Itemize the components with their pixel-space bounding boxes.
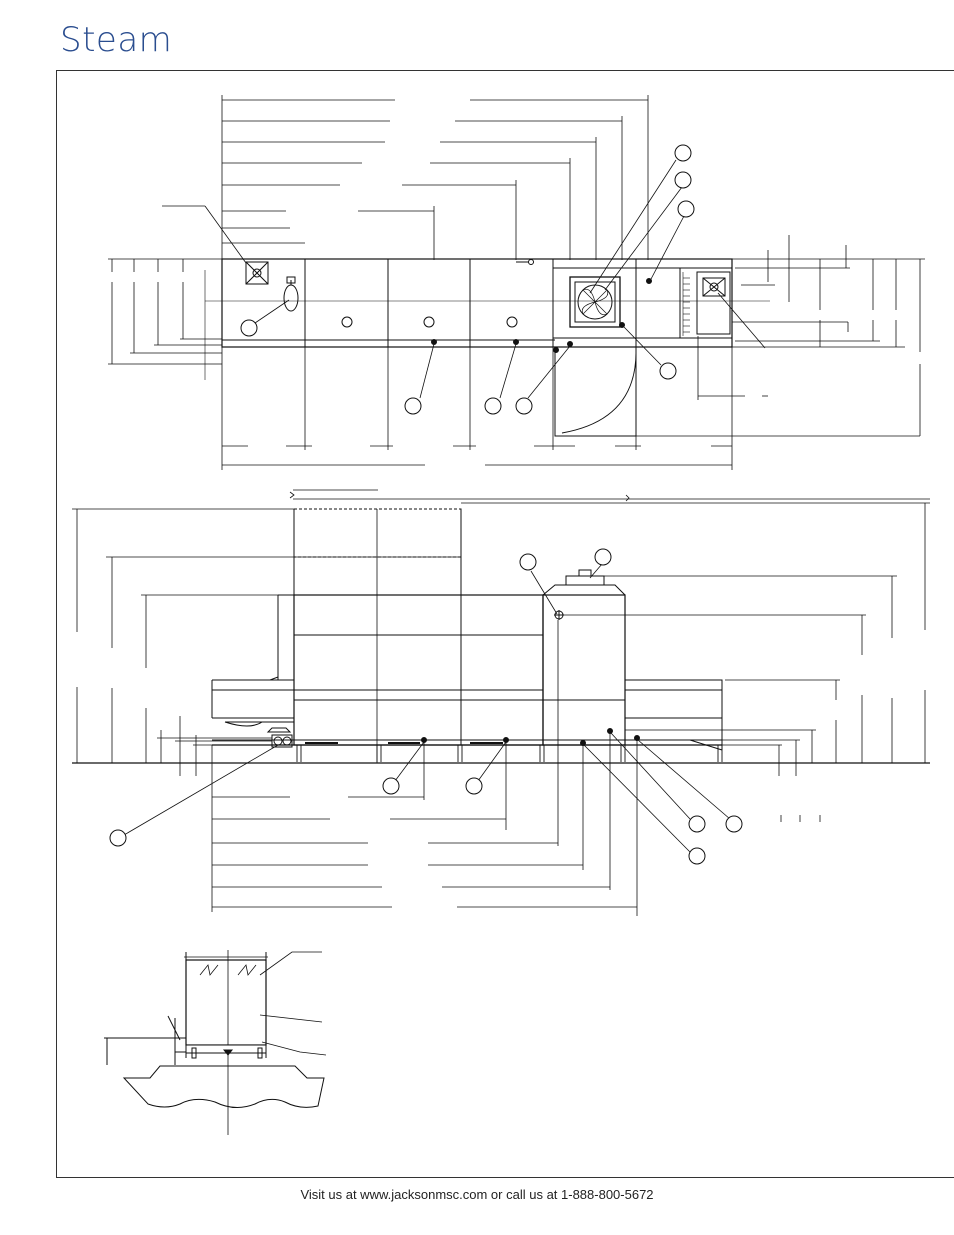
drawing-frame bbox=[56, 70, 954, 1178]
page-title: Steam bbox=[60, 20, 173, 60]
plan-view bbox=[107, 95, 925, 470]
footer-contact: Visit us at www.jacksonmsc.com or call u… bbox=[300, 1187, 654, 1202]
leg-detail bbox=[104, 950, 327, 1135]
elevation-view bbox=[72, 502, 930, 916]
break-dimension bbox=[289, 489, 930, 502]
